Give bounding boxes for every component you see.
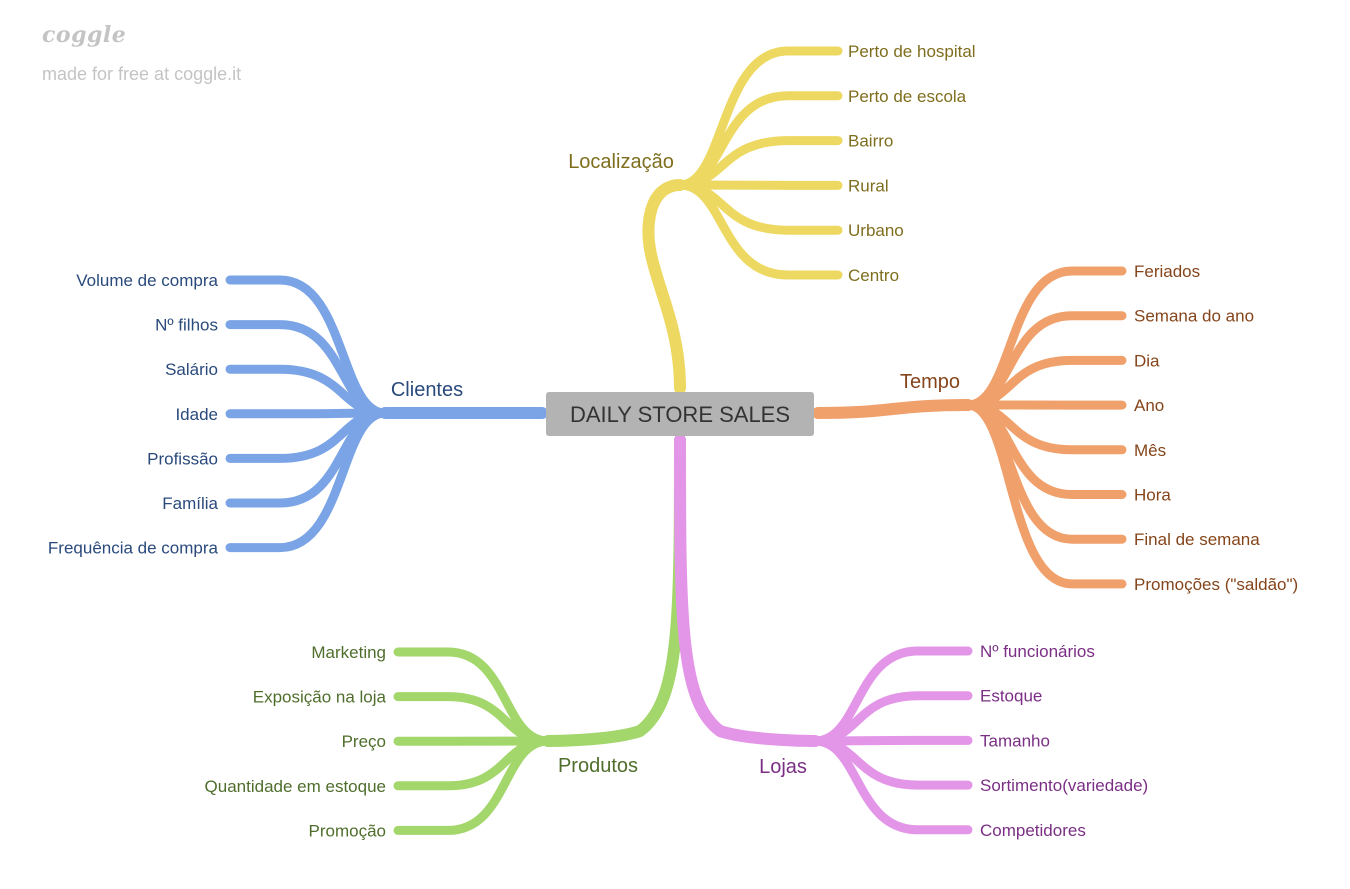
child-link-lojas [810,735,973,746]
child-link-lojas [810,691,973,746]
child-node-localizacao[interactable]: Perto de hospital [848,42,976,61]
child-node-tempo[interactable]: Dia [1134,351,1160,370]
child-node-tempo[interactable]: Promoções ("saldão") [1134,575,1298,594]
child-node-lojas[interactable]: Sortimento(variedade) [980,776,1148,795]
child-node-clientes[interactable]: Frequência de compra [48,539,219,558]
branch-links [225,46,1127,835]
child-link-tempo [963,400,1127,589]
child-link-localizacao [675,180,843,280]
center-node-box[interactable] [546,392,814,436]
child-node-produtos[interactable]: Exposição na loja [253,688,387,707]
coggle-logo: coggle [42,22,127,48]
child-node-produtos[interactable]: Marketing [311,643,386,662]
child-node-tempo[interactable]: Mês [1134,441,1166,460]
branch-link-lojas [674,434,821,747]
branch-label-localizacao[interactable]: Localização [568,151,674,173]
child-node-produtos[interactable]: Quantidade em estoque [205,777,386,796]
child-link-localizacao [675,46,843,190]
child-node-localizacao[interactable]: Centro [848,266,899,285]
child-node-tempo[interactable]: Ano [1134,396,1164,415]
child-link-tempo [963,266,1127,410]
branch-link-produtos [542,434,686,747]
child-node-localizacao[interactable]: Bairro [848,132,893,151]
center-node-label: DAILY STORE SALES [570,402,790,427]
child-link-lojas [810,736,973,835]
child-node-localizacao[interactable]: Rural [848,176,889,195]
child-node-clientes[interactable]: Nº filhos [155,316,218,335]
child-node-localizacao[interactable]: Perto de escola [848,87,967,106]
branch-label-produtos[interactable]: Produtos [558,755,638,777]
child-node-lojas[interactable]: Competidores [980,821,1086,840]
child-node-tempo[interactable]: Feriados [1134,262,1200,281]
child-node-tempo[interactable]: Final de semana [1134,530,1260,549]
child-node-produtos[interactable]: Preço [342,732,386,751]
child-node-lojas[interactable]: Tamanho [980,731,1050,750]
child-node-clientes[interactable]: Idade [175,405,218,424]
child-link-clientes [225,408,390,553]
child-node-clientes[interactable]: Salário [165,360,218,379]
child-link-produtos [393,736,553,835]
child-node-tempo[interactable]: Semana do ano [1134,307,1254,326]
child-link-produtos [393,692,553,746]
child-link-clientes [225,275,390,418]
branch-link-tempo [812,399,974,419]
branch-label-lojas[interactable]: Lojas [759,756,807,778]
child-node-clientes[interactable]: Profissão [147,449,218,468]
child-node-lojas[interactable]: Estoque [980,687,1042,706]
center-node[interactable]: DAILY STORE SALES [546,392,814,436]
branch-link-localizacao [642,179,686,394]
child-node-localizacao[interactable]: Urbano [848,221,904,240]
child-node-lojas[interactable]: Nº funcionários [980,642,1095,661]
child-node-produtos[interactable]: Promoção [309,821,386,840]
branch-label-tempo[interactable]: Tempo [900,371,960,393]
watermark-text: made for free at coggle.it [42,64,242,84]
branch-label-clientes[interactable]: Clientes [391,379,463,401]
child-node-clientes[interactable]: Volume de compra [76,271,218,290]
child-node-clientes[interactable]: Família [162,494,218,513]
child-node-tempo[interactable]: Hora [1134,486,1171,505]
